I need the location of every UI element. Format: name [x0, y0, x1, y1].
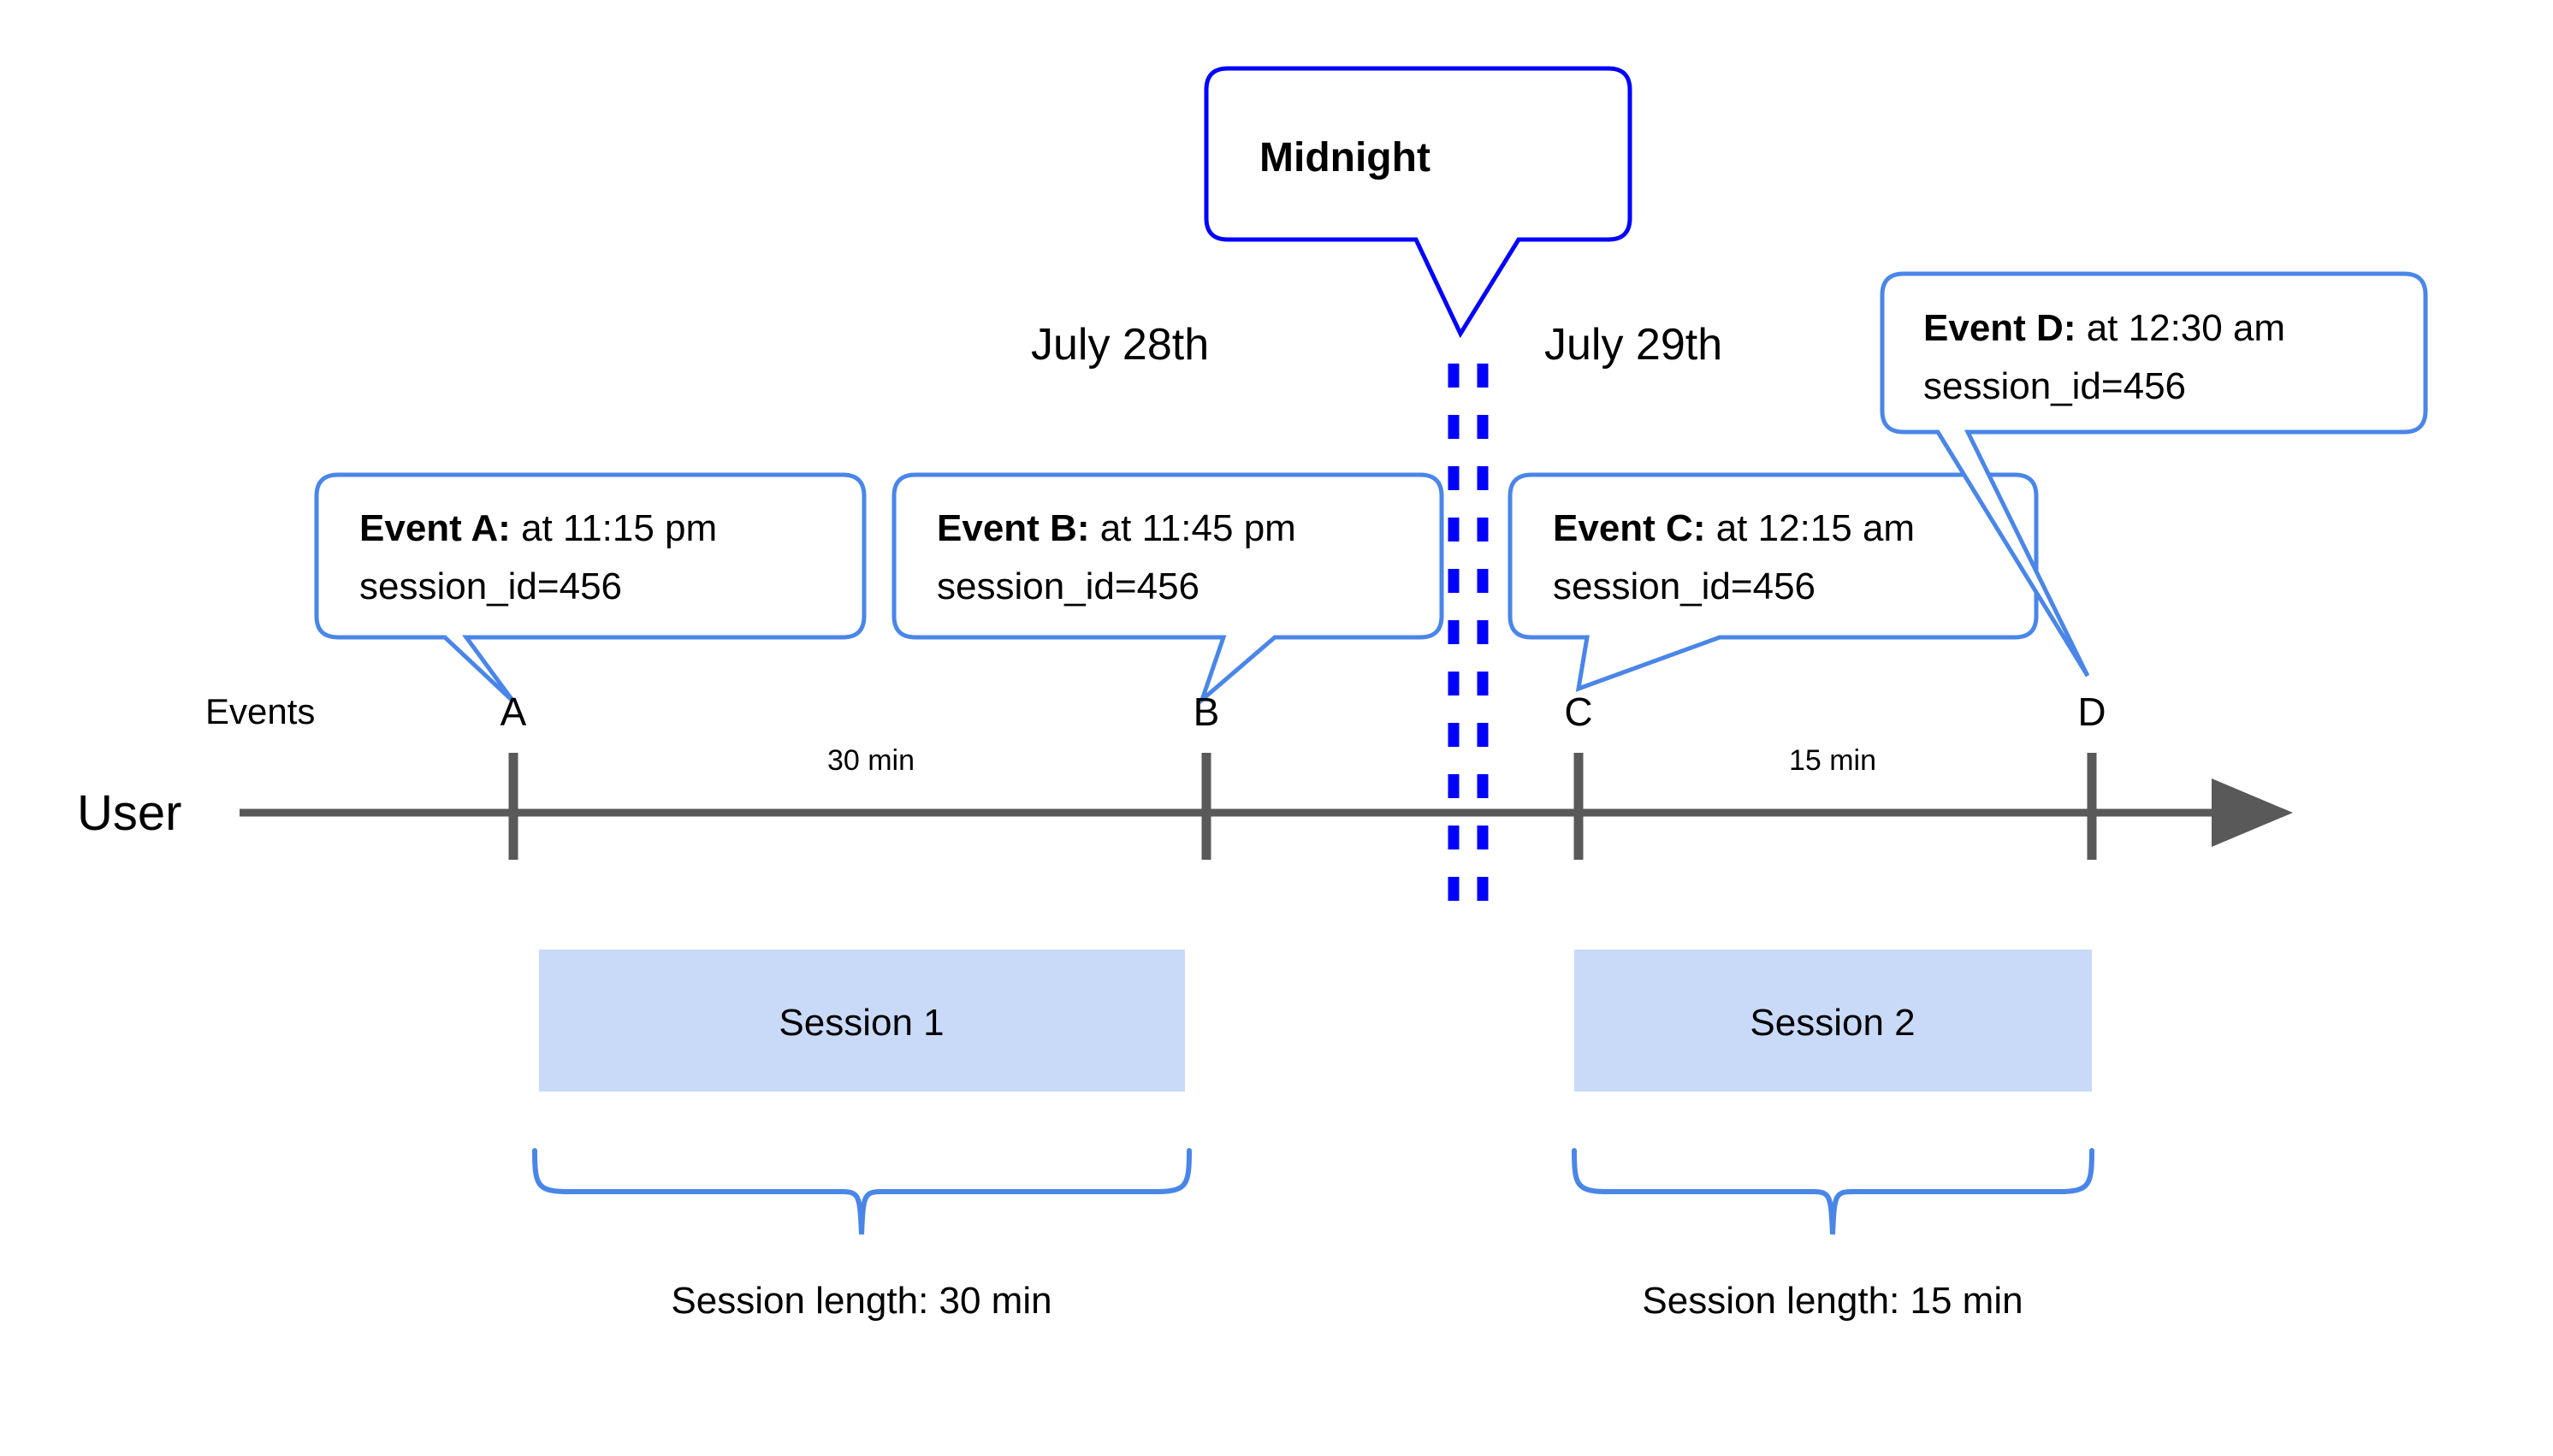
callout-event-b: Event B: at 11:45 pm session_id=456 — [891, 472, 1444, 707]
gap-label-30min: 30 min — [827, 744, 915, 777]
gap-label-15min: 15 min — [1789, 744, 1876, 777]
event-tick-label-b: B — [1194, 690, 1220, 734]
date-label-right: July 29th — [1544, 320, 1722, 370]
session-box-1-label: Session 1 — [779, 1002, 944, 1044]
session-box-1: Session 1 — [539, 950, 1185, 1092]
callout-event-a-line2: session_id=456 — [359, 565, 622, 607]
session-brace-1 — [532, 1148, 1192, 1235]
callout-event-b-line1: Event B: at 11:45 pm — [937, 507, 1296, 549]
session-brace-2 — [1572, 1148, 2094, 1235]
callout-event-a-line1: Event A: at 11:15 pm — [359, 507, 717, 549]
events-row-label: Events — [205, 691, 315, 731]
session-box-2-rect — [1574, 950, 2092, 1092]
session-length-label-1: Session length: 30 min — [671, 1280, 1051, 1322]
callout-event-a-bubble — [314, 472, 867, 703]
session-box-2-label: Session 2 — [1750, 1002, 1915, 1044]
callout-event-b-title: Event B: — [937, 507, 1089, 549]
session-brace-1-path — [532, 1148, 1192, 1235]
event-tick-label-c: C — [1564, 690, 1592, 734]
session-box-2: Session 2 — [1574, 950, 2092, 1092]
callout-event-a-time: at 11:15 pm — [511, 507, 717, 549]
midnight-callout-bubble — [1204, 66, 1632, 339]
event-tick-label-d: D — [2077, 690, 2106, 734]
callout-event-c-title: Event C: — [1553, 507, 1705, 549]
user-row-label: User — [77, 785, 181, 841]
callout-event-d-time: at 12:30 am — [2076, 307, 2285, 349]
callout-event-b-bubble — [891, 472, 1444, 707]
date-label-left: July 28th — [1031, 320, 1209, 370]
event-tick-label-a: A — [501, 690, 527, 734]
callout-event-a-title: Event A: — [359, 507, 511, 549]
event-tick-marks — [508, 753, 2097, 860]
callout-event-c: Event C: at 12:15 am session_id=456 — [1508, 472, 2039, 692]
session-length-label-2: Session length: 15 min — [1642, 1280, 2023, 1322]
session-box-1-rect — [539, 950, 1185, 1092]
session-brace-2-path — [1572, 1148, 2094, 1235]
callout-event-c-line1: Event C: at 12:15 am — [1553, 507, 1915, 549]
callout-event-d-title: Event D: — [1923, 307, 2076, 349]
callout-event-c-bubble — [1508, 472, 2039, 692]
timeline-axis — [240, 778, 2293, 847]
callout-event-d: Event D: at 12:30 am session_id=456 — [1880, 271, 2428, 678]
midnight-callout: Midnight — [1204, 66, 1632, 339]
callout-event-c-line2: session_id=456 — [1553, 565, 1816, 607]
callout-event-d-line1: Event D: at 12:30 am — [1923, 307, 2285, 349]
callout-event-c-time: at 12:15 am — [1705, 507, 1915, 549]
callout-event-b-time: at 11:45 pm — [1089, 507, 1295, 549]
callout-event-d-bubble — [1880, 271, 2428, 678]
callout-event-a: Event A: at 11:15 pm session_id=456 — [314, 472, 867, 703]
callout-event-d-line2: session_id=456 — [1923, 365, 2186, 407]
midnight-dashed-lines — [1448, 364, 1489, 920]
timeline-arrow-head — [2212, 778, 2293, 847]
midnight-callout-label: Midnight — [1259, 135, 1431, 181]
callout-event-b-line2: session_id=456 — [937, 565, 1199, 607]
